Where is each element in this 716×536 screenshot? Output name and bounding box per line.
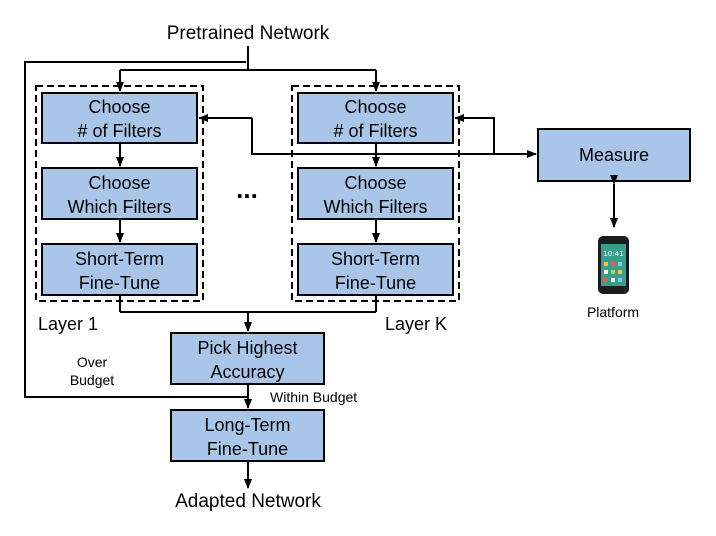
box-line: Choose [88, 97, 150, 117]
over-budget-label: Budget [70, 372, 114, 388]
pick-highest-box: Pick Highest Accuracy [170, 332, 325, 385]
box-line: Short-Term [331, 249, 420, 269]
box-line: Fine-Tune [207, 439, 288, 459]
box-line: # of Filters [77, 121, 161, 141]
box-line: Short-Term [75, 249, 164, 269]
within-budget-label: Within Budget [270, 389, 357, 405]
box-line: Choose [344, 97, 406, 117]
platform-label: Platform [587, 304, 639, 320]
layer1-choose-which-box: Choose Which Filters [41, 167, 198, 220]
edge-to-measure [251, 118, 537, 158]
output-label: Adapted Network [175, 491, 321, 512]
long-term-box: Long-Term Fine-Tune [170, 409, 325, 462]
measure-box: Measure [537, 128, 691, 182]
layerK-short-term-box: Short-Term Fine-Tune [297, 243, 454, 296]
box-line: # of Filters [333, 121, 417, 141]
box-line: Fine-Tune [79, 273, 160, 293]
box-line: Accuracy [210, 362, 284, 382]
layers-ellipsis: ... [236, 174, 258, 204]
box-line: Fine-Tune [335, 273, 416, 293]
box-line: Which Filters [323, 197, 427, 217]
input-label: Pretrained Network [167, 23, 330, 44]
over-budget-label: Over [77, 354, 108, 370]
layer1-label: Layer 1 [38, 314, 98, 334]
box-line: Choose [88, 173, 150, 193]
edge-measure-feedback-lK [454, 114, 495, 154]
layer1-short-term-box: Short-Term Fine-Tune [41, 243, 198, 296]
smartphone-icon: 10:41 [598, 236, 629, 294]
box-line: Choose [344, 173, 406, 193]
layer1-choose-filters-box: Choose # of Filters [41, 92, 198, 144]
measure-label: Measure [579, 145, 649, 165]
phone-clock: 10:41 [603, 250, 623, 258]
layerK-choose-which-box: Choose Which Filters [297, 167, 454, 220]
layerK-choose-filters-box: Choose # of Filters [297, 92, 454, 144]
box-line: Pick Highest [197, 338, 297, 358]
box-line: Long-Term [204, 415, 290, 435]
edge-over-budget-loop [24, 61, 248, 398]
box-line: Which Filters [67, 197, 171, 217]
layerK-label: Layer K [385, 314, 447, 334]
